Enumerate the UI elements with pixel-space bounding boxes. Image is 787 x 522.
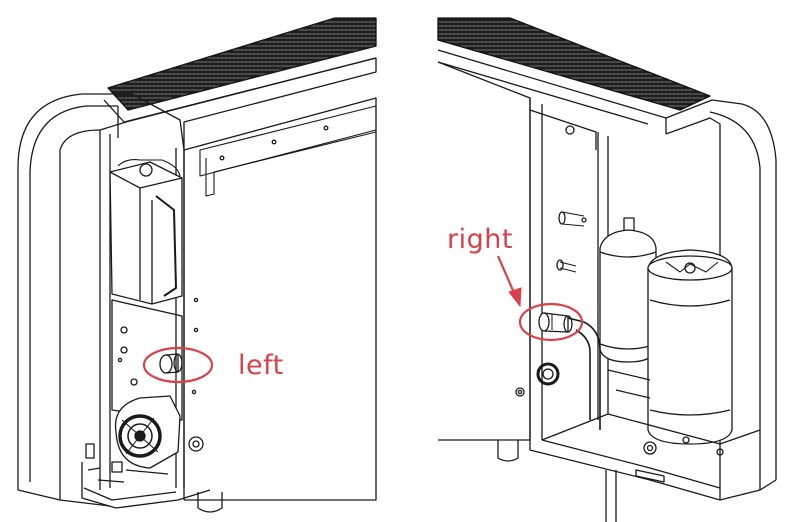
side-panel-inner (709, 111, 761, 490)
electrical-box (109, 161, 183, 305)
arrow-right-pointer (496, 255, 522, 308)
base-tray (529, 413, 761, 501)
support-foot (197, 492, 223, 513)
back-panel (183, 97, 377, 501)
side-panel-outer (17, 93, 132, 490)
compressor (647, 249, 733, 445)
base-tray (81, 462, 211, 509)
side-panel-front (59, 129, 101, 500)
highlight-left-ellipse (142, 346, 214, 384)
highlight-right-ellipse (518, 302, 584, 342)
top-lid (99, 57, 377, 150)
pipe-connector-left (159, 353, 183, 374)
pipe-connector-right (538, 312, 573, 333)
left-side-view (17, 17, 377, 513)
compartment-frame (529, 98, 609, 450)
support-foot (497, 440, 519, 462)
right-side-view (437, 17, 777, 522)
side-panel-outer (665, 99, 777, 480)
label-right: right (447, 224, 513, 255)
label-left: left (238, 350, 284, 381)
lid-front (117, 93, 185, 151)
mounting-rail (199, 105, 377, 177)
drain-fitting (536, 362, 560, 386)
lower-plate (111, 299, 183, 421)
compartment-frame (99, 130, 185, 490)
side-panel-bottom (17, 489, 111, 507)
blower-fan (114, 395, 181, 469)
top-grille (437, 17, 711, 111)
side-panel-inner (29, 105, 118, 482)
